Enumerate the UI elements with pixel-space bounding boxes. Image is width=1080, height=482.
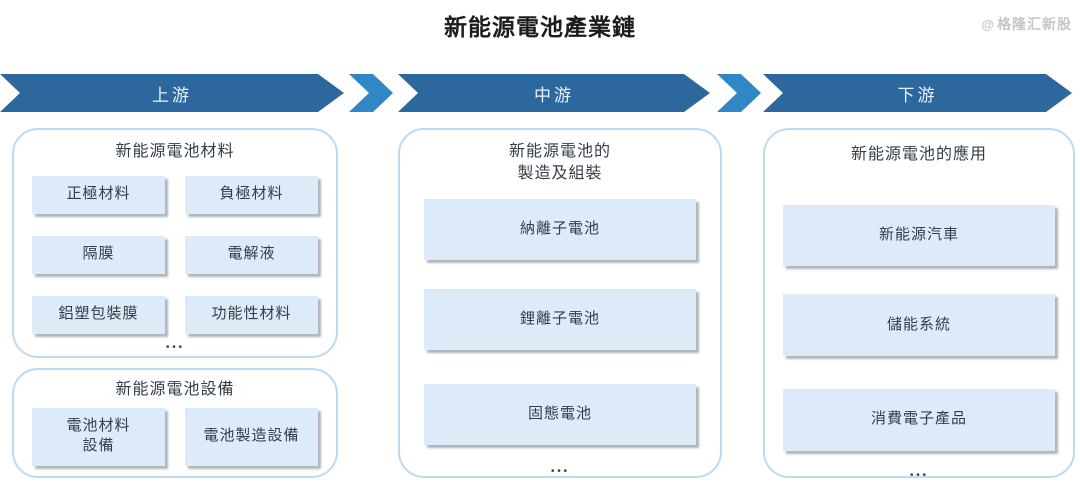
group-box-battery-equipment: 新能源電池設備 電池材料 設備 電池製造設備 <box>12 368 338 478</box>
group-box-battery-applications: 新能源電池的應用 新能源汽車 儲能系統 消費電子產品 ... <box>763 128 1075 480</box>
item-separator: 隔膜 <box>32 235 165 274</box>
item-solid-state-battery: 固態電池 <box>424 384 696 446</box>
banner-midstream: 中游 <box>398 74 710 112</box>
page-title: 新能源電池產業鏈 <box>444 14 636 40</box>
item-energy-storage-system: 儲能系統 <box>783 294 1055 357</box>
materials-grid: 正極材料 負極材料 隔膜 電解液 鋁塑包裝膜 功能性材料 <box>32 175 318 334</box>
group-header: 新能源電池設備 <box>115 381 235 398</box>
chevron-right-icon <box>349 74 393 112</box>
item-electrolyte: 電解液 <box>185 235 318 274</box>
group-box-battery-materials: 新能源電池材料 正極材料 負極材料 隔膜 電解液 鋁塑包裝膜 功能性材料 ... <box>12 128 338 358</box>
group-header: 新能源電池的 製造及組裝 <box>508 143 611 182</box>
item-battery-material-equipment: 電池材料 設備 <box>32 407 165 466</box>
item-aluminum-film: 鋁塑包裝膜 <box>32 295 165 334</box>
chevron-right-icon <box>717 74 761 112</box>
group-header: 新能源電池的應用 <box>850 146 987 163</box>
banner-downstream: 下游 <box>763 74 1072 112</box>
ellipsis: ... <box>909 460 929 480</box>
ellipsis: ... <box>165 332 185 352</box>
item-consumer-electronics: 消費電子產品 <box>783 389 1055 451</box>
item-cathode-materials: 正極材料 <box>32 175 165 214</box>
item-battery-manufacturing-equipment: 電池製造設備 <box>185 407 318 466</box>
ellipsis: ... <box>550 457 570 477</box>
item-new-energy-vehicles: 新能源汽車 <box>783 204 1055 267</box>
group-box-manufacture-assembly: 新能源電池的 製造及組裝 納離子電池 鋰離子電池 固態電池 ... <box>398 128 722 478</box>
item-sodium-ion-battery: 納離子電池 <box>424 199 696 261</box>
item-anode-materials: 負極材料 <box>185 175 318 214</box>
gelonghui-logo-icon: @ <box>981 16 995 32</box>
banner-midstream-label: 中游 <box>534 85 574 105</box>
watermark: @ 格隆汇新股 <box>981 14 1072 34</box>
item-functional-materials: 功能性材料 <box>185 295 318 334</box>
banner-upstream-label: 上游 <box>152 85 192 105</box>
equipment-grid: 電池材料 設備 電池製造設備 <box>32 407 318 466</box>
banner-downstream-label: 下游 <box>897 85 938 105</box>
item-lithium-ion-battery: 鋰離子電池 <box>424 289 696 351</box>
banner-upstream: 上游 <box>0 74 344 112</box>
watermark-text: 格隆汇新股 <box>997 16 1072 32</box>
group-header: 新能源電池材料 <box>115 143 235 160</box>
